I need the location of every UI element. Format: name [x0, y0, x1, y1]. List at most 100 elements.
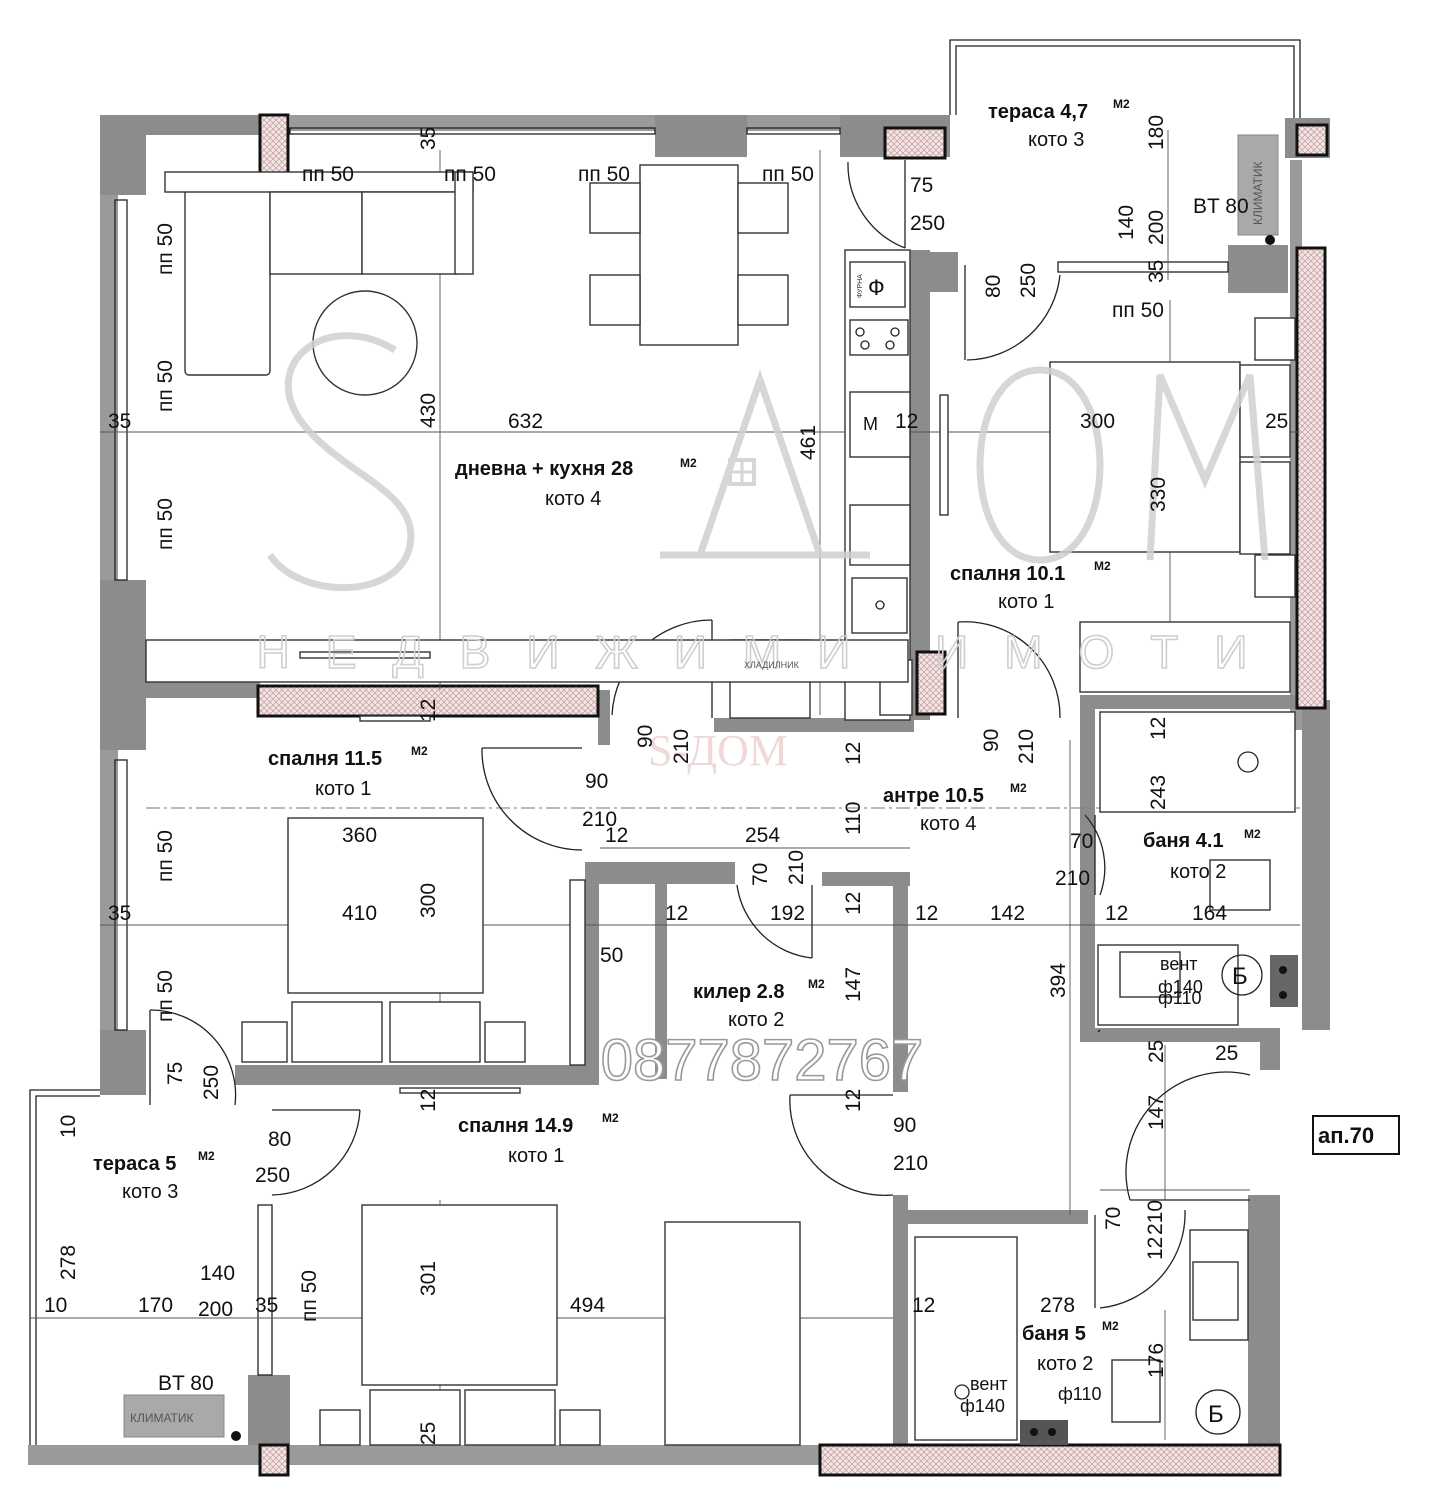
room-bed3-name: спалня 14.9 — [458, 1115, 573, 1137]
room-terrace1-floor: кото 3 — [1028, 129, 1084, 151]
dim-494: 494 — [570, 1294, 605, 1317]
dim-430-v: 430 — [417, 393, 440, 428]
climatic-label-bottom: КЛИМАТИК — [130, 1411, 194, 1425]
dim-200: 200 — [198, 1298, 233, 1321]
room-terrace1-name: тераса 4,7 — [988, 101, 1088, 123]
dim-90-v: 90 — [980, 729, 1003, 752]
phi110-bath1: ф110 — [1158, 988, 1202, 1008]
dim-pp50-v: пп 50 — [154, 223, 177, 275]
dim-12: 12 — [915, 902, 938, 925]
dim-12: 12 — [912, 1294, 935, 1317]
hatched-walls — [256, 113, 1329, 1477]
dim-300-v: 300 — [417, 883, 440, 918]
apartment-label-box — [1312, 1115, 1400, 1155]
room-living: дневна + кухня 28 М2 кото 4 — [455, 456, 697, 510]
room-living-floor: кото 4 — [545, 488, 601, 510]
dim-80-v: 80 — [982, 275, 1005, 298]
dim-12-v: 12 — [1147, 717, 1170, 740]
room-bath1-unit: М2 — [1244, 827, 1261, 841]
dim-300: 300 — [1080, 410, 1115, 433]
room-closet-name: килер 2.8 — [693, 981, 784, 1003]
dim-70-v: 70 — [749, 863, 772, 886]
dim-250-v: 250 — [200, 1065, 223, 1100]
dim-pp50-v: пп 50 — [154, 360, 177, 412]
furniture — [123, 134, 1298, 1446]
room-living-name: дневна + кухня 28 — [455, 458, 633, 480]
m-mark: M — [863, 414, 878, 434]
dim-278: 278 — [1040, 1294, 1075, 1317]
dim-164: 164 — [1192, 902, 1227, 925]
room-bath1-name: баня 4.1 — [1143, 830, 1224, 852]
room-bed3-floor: кото 1 — [508, 1145, 564, 1167]
dim-25: 25 — [1215, 1042, 1238, 1065]
dim-210: 210 — [1055, 867, 1090, 890]
dim-12-v: 12 — [842, 742, 865, 765]
room-closet: килер 2.8 М2 кото 2 — [693, 977, 825, 1031]
room-bed1-unit: М2 — [1094, 559, 1111, 573]
room-bath2-name: баня 5 — [1022, 1323, 1086, 1345]
dim-330-v: 330 — [1147, 477, 1170, 512]
dim-243-v: 243 — [1147, 775, 1170, 810]
dim-210-v: 210 — [670, 729, 693, 764]
room-bath1: баня 4.1 М2 кото 2 — [1143, 827, 1261, 883]
dim-90: 90 — [585, 770, 608, 793]
room-bed3-unit: М2 — [602, 1111, 619, 1125]
climatic-label-top: КЛИМАТИК — [1251, 161, 1265, 225]
watermark-small-brand: S-ДОМ — [648, 726, 788, 775]
dim-140-v: 140 — [1115, 205, 1138, 240]
dim-360: 360 — [342, 824, 377, 847]
phi110-bath2: ф110 — [1058, 1384, 1102, 1404]
room-bed3: спалня 14.9 М2 кото 1 — [458, 1111, 619, 1167]
dim-pp50: пп 50 — [578, 163, 630, 186]
room-hall: антре 10.5 М2 кото 4 — [883, 781, 1027, 835]
vent-bath1: вент — [1160, 954, 1198, 974]
room-closet-unit: М2 — [808, 977, 825, 991]
dim-10: 10 — [44, 1294, 67, 1317]
apartment-label: ап.70 — [1318, 1123, 1374, 1148]
dim-192: 192 — [770, 902, 805, 925]
dim-35: 35 — [108, 902, 131, 925]
dim-25-v: 25 — [417, 1422, 440, 1445]
room-hall-unit: М2 — [1010, 781, 1027, 795]
room-bed1-floor: кото 1 — [998, 591, 1054, 613]
dim-25-v: 25 — [1145, 1040, 1168, 1063]
room-terrace1: тераса 4,7 М2 кото 3 — [988, 97, 1130, 151]
dim-12: 12 — [1105, 902, 1128, 925]
oven-symbol: Ф — [868, 275, 885, 300]
phi140-bath1: ф140 — [1158, 977, 1203, 997]
room-bed2-name: спалня 11.5 — [268, 748, 382, 770]
vent-bath2: вент — [970, 1374, 1008, 1394]
dim-254: 254 — [745, 824, 780, 847]
dim-200-v: 200 — [1145, 210, 1168, 245]
dim-75: 75 — [910, 174, 933, 197]
dim-410: 410 — [342, 902, 377, 925]
watermark — [267, 332, 1269, 592]
room-bed2-unit: М2 — [411, 744, 428, 758]
room-closet-floor: кото 2 — [728, 1009, 784, 1031]
dim-pp50-v: пп 50 — [154, 970, 177, 1022]
dim-pp50-v: пп 50 — [154, 498, 177, 550]
room-terrace2-floor: кото 3 — [122, 1181, 178, 1203]
dim-461-v: 461 — [797, 425, 820, 460]
room-bath2-unit: М2 — [1102, 1319, 1119, 1333]
dim-90: 90 — [893, 1114, 916, 1137]
dim-632: 632 — [508, 410, 543, 433]
dim-12-v: 12 — [417, 1089, 440, 1112]
phi140-bath2: ф140 — [960, 1396, 1005, 1416]
dim-pp50-v: пп 50 — [154, 830, 177, 882]
dim-pp50: пп 50 — [302, 163, 354, 186]
dim-147-v: 147 — [842, 967, 865, 1002]
dim-pp50-v: пп 50 — [298, 1270, 321, 1322]
dim-278-v: 278 — [57, 1245, 80, 1280]
dim-110-v: 110 — [842, 802, 865, 835]
room-bath1-floor: кото 2 — [1170, 861, 1226, 883]
dim-12: 12 — [895, 410, 918, 433]
dim-35: 35 — [108, 410, 131, 433]
dim-90-v: 90 — [634, 725, 657, 748]
room-hall-floor: кото 4 — [920, 813, 976, 835]
room-bed2: спалня 11.5 М2 кото 1 — [268, 744, 428, 800]
dim-394-v: 394 — [1047, 963, 1070, 998]
dim-210-v: 210 — [1015, 729, 1038, 764]
room-hall-name: антре 10.5 — [883, 785, 984, 807]
room-bed1: спалня 10.1 М2 кото 1 — [950, 559, 1111, 613]
